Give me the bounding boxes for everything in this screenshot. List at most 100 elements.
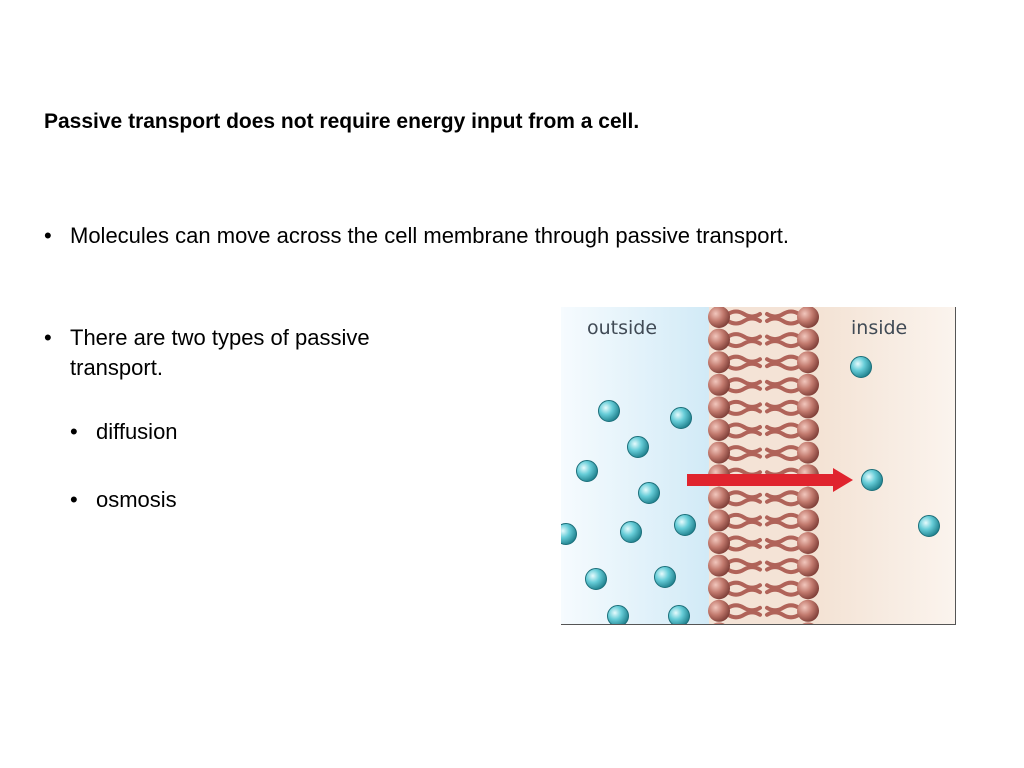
lipid-head [797, 532, 819, 554]
lipid-tail [765, 377, 801, 387]
sub-bullet-osmosis: • osmosis [70, 485, 177, 515]
lipid-head [708, 441, 730, 464]
molecule-icon [627, 436, 649, 458]
lipid-head [708, 577, 730, 600]
lipid-head [708, 486, 730, 509]
bullet-text: Molecules can move across the cell membr… [70, 223, 790, 248]
molecule-icon [561, 523, 577, 545]
molecule-icon [607, 605, 629, 625]
bullet-two-types: • There are two types of passive transpo… [44, 323, 444, 383]
molecule-icon [620, 521, 642, 543]
lipid-head [708, 351, 730, 374]
lipid-head [797, 441, 819, 464]
inside-label: inside [851, 317, 908, 339]
lipid-tail [765, 512, 801, 522]
lipid-tail [726, 384, 762, 394]
lipid-head [797, 554, 819, 577]
molecule-icon [638, 482, 660, 504]
lipid-head [797, 509, 819, 532]
molecule-icon [585, 568, 607, 590]
lipid-head [797, 351, 819, 374]
lipid-tail [726, 558, 762, 568]
lipid-tail [726, 565, 762, 575]
lipid-tail [726, 429, 762, 439]
lipid-tail [726, 490, 762, 500]
lipid-head [708, 307, 730, 328]
lipid-tail [726, 580, 762, 590]
lipid-tail [726, 354, 762, 364]
sub-bullet-diffusion: • diffusion [70, 417, 178, 447]
lipid-tail [765, 422, 801, 432]
lipid-tail [765, 565, 801, 575]
bullet-marker: • [70, 419, 78, 444]
lipid-tail [765, 429, 801, 439]
lipid-head [797, 328, 819, 351]
molecule-icon [918, 515, 940, 537]
molecule-icon [598, 400, 620, 422]
lipid-tail [726, 422, 762, 432]
lipid-tail [726, 519, 762, 529]
lipid-tail [765, 519, 801, 529]
lipid-tail [765, 558, 801, 568]
lipid-head [708, 599, 730, 622]
phospholipid-bilayer-icon [708, 307, 819, 625]
lipid-tail [726, 535, 762, 545]
slide-title: Passive transport does not require energ… [44, 110, 640, 133]
lipid-head [708, 396, 730, 419]
lipid-tail [765, 361, 801, 371]
lipid-head [708, 373, 730, 396]
lipid-tail [765, 452, 801, 462]
bullet-marker: • [70, 487, 78, 512]
molecule-icon [654, 566, 676, 588]
molecule-icon [674, 514, 696, 536]
lipid-tail [726, 542, 762, 552]
lipid-tail [765, 587, 801, 597]
membrane-diagram-svg [561, 307, 956, 625]
lipid-tail [765, 316, 801, 326]
lipid-tail [765, 406, 801, 416]
bullet-marker: • [44, 223, 52, 248]
lipid-head [708, 419, 730, 441]
lipid-tail [726, 377, 762, 387]
bullet-passive-transport: • Molecules can move across the cell mem… [44, 221, 814, 251]
lipid-tail [765, 339, 801, 349]
membrane-diagram: outside inside [561, 307, 956, 625]
lipid-tail [765, 497, 801, 507]
lipid-tail [765, 445, 801, 455]
lipid-tail [765, 610, 801, 620]
molecules [561, 356, 940, 625]
lipid-tail [726, 316, 762, 326]
lipid-tail [726, 610, 762, 620]
lipid-tail [765, 309, 801, 319]
lipid-head [797, 307, 819, 328]
bullet-marker: • [44, 325, 52, 350]
molecule-icon [668, 605, 690, 625]
lipid-head [708, 554, 730, 577]
lipid-tail [765, 384, 801, 394]
lipid-head [797, 419, 819, 441]
lipid-tail [765, 490, 801, 500]
lipid-tail [726, 332, 762, 342]
sub-bullet-text: diffusion [96, 419, 178, 444]
molecule-icon [576, 460, 598, 482]
lipid-tail [726, 512, 762, 522]
outside-label: outside [587, 317, 658, 339]
bullet-text: There are two types of passive transport… [70, 325, 370, 380]
lipid-head [708, 509, 730, 532]
lipid-tail [765, 542, 801, 552]
lipid-tail [726, 587, 762, 597]
lipid-tail [726, 399, 762, 409]
lipid-tail [765, 535, 801, 545]
lipid-tail [765, 580, 801, 590]
sub-bullet-text: osmosis [96, 487, 177, 512]
lipid-tail [726, 603, 762, 613]
lipid-tail [765, 399, 801, 409]
lipid-tail [765, 603, 801, 613]
lipid-head [797, 577, 819, 600]
lipid-head [708, 328, 730, 351]
lipid-head [797, 396, 819, 419]
lipid-tail [726, 309, 762, 319]
lipid-tail [726, 361, 762, 371]
lipid-head [797, 373, 819, 396]
lipid-tail [765, 332, 801, 342]
